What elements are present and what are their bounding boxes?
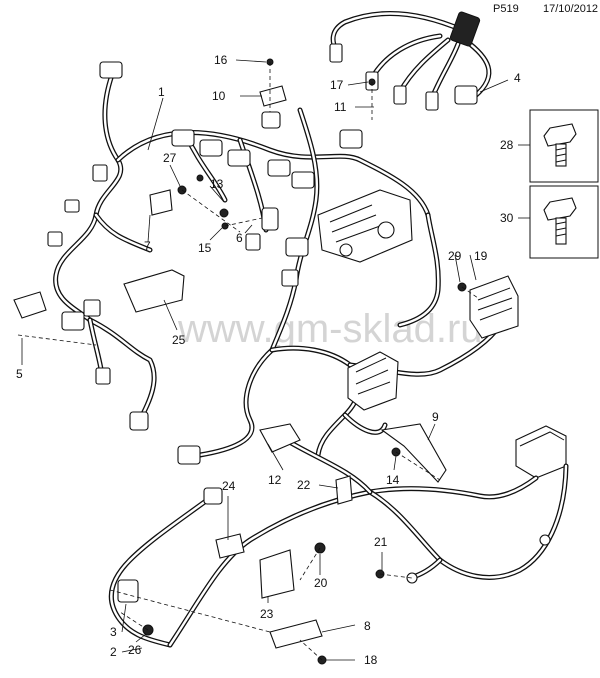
ignition-coil-harness (329, 11, 492, 111)
callout-20: 20 (314, 576, 328, 590)
callout-29: 29 (448, 249, 462, 263)
brackets (13, 85, 447, 649)
callout-24: 24 (222, 479, 236, 493)
callout-1: 1 (158, 85, 165, 99)
callout-26: 26 (128, 643, 142, 657)
callout-11: 11 (334, 100, 347, 114)
dashed-leaders (17, 62, 479, 661)
callout-7: 7 (144, 239, 151, 253)
callout-labels: 1 2 3 4 5 6 7 8 9 10 11 12 13 14 15 16 1… (16, 53, 521, 667)
detail-box-30 (529, 185, 599, 259)
callout-9: 9 (432, 410, 439, 424)
callout-19: 19 (474, 249, 488, 263)
callout-8: 8 (364, 619, 371, 633)
engine-harness-main (53, 72, 503, 458)
relay-block (347, 351, 399, 411)
callout-12: 12 (268, 473, 282, 487)
callout-23: 23 (260, 607, 274, 621)
callout-2: 2 (110, 645, 117, 659)
callout-5: 5 (16, 367, 23, 381)
callout-21: 21 (374, 535, 388, 549)
callout-18: 18 (364, 653, 378, 667)
watermark: www.gm-sklad.ru (177, 307, 483, 351)
callout-10: 10 (212, 89, 226, 103)
callout-leaders (21, 59, 530, 661)
callout-30: 30 (500, 211, 514, 225)
callout-22: 22 (297, 478, 311, 492)
page-code: P519 (493, 3, 519, 15)
battery-cable-harness (108, 437, 569, 648)
detail-box-28 (529, 109, 599, 183)
battery-terminal-box (515, 425, 567, 479)
callout-17: 17 (330, 78, 344, 92)
engine-control-module (317, 189, 413, 263)
harness-connectors (47, 61, 363, 465)
callout-25: 25 (172, 333, 186, 347)
callout-13: 13 (210, 177, 224, 191)
callout-4: 4 (514, 71, 521, 85)
callout-15: 15 (198, 241, 212, 255)
page-date: 17/10/2012 (543, 3, 599, 15)
callout-3: 3 (110, 625, 117, 639)
callout-14: 14 (386, 473, 400, 487)
callout-6: 6 (236, 231, 243, 245)
callout-27: 27 (163, 151, 177, 165)
callout-16: 16 (214, 53, 228, 67)
callout-28-label: 28 (500, 138, 514, 152)
connector-block-19 (469, 275, 519, 339)
